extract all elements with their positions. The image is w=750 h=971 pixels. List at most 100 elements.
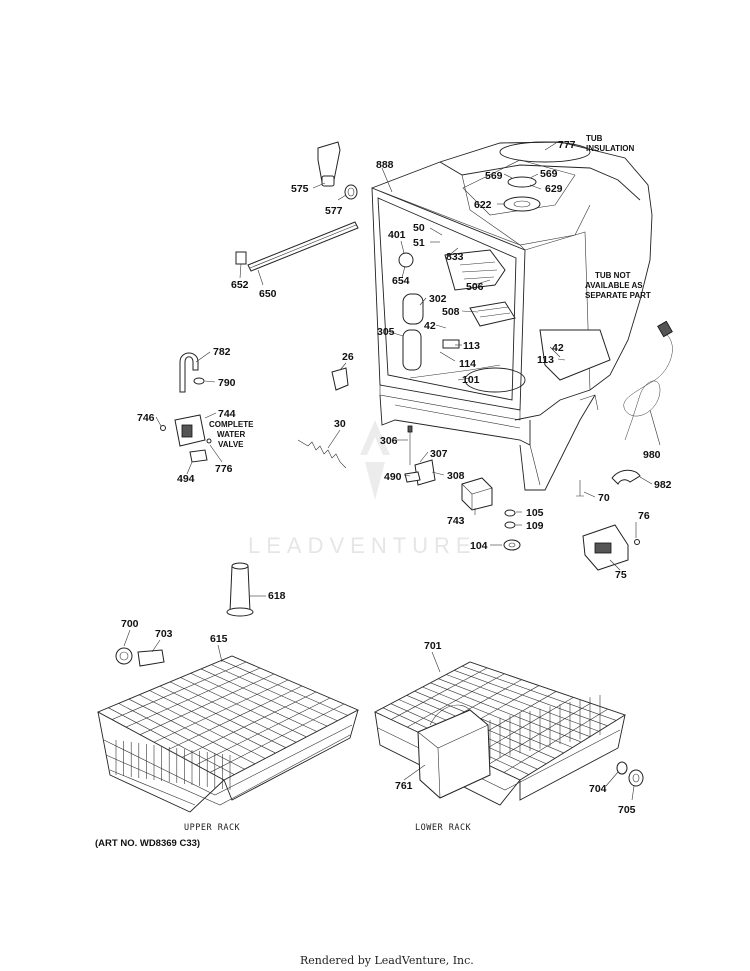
lower-rack-wire xyxy=(454,670,608,727)
upper-rack-wire xyxy=(125,667,261,728)
part-743 xyxy=(461,477,493,511)
callout-490: 490 xyxy=(384,471,402,483)
part-782-790 xyxy=(179,352,205,393)
upper-rack-wire xyxy=(118,703,245,770)
notes: TUB INSULATION TUB NOT AVAILABLE AS SEPA… xyxy=(209,134,651,449)
upper-rack-wire xyxy=(170,681,297,743)
captions: UPPER RACK LOWER RACK (ART NO. WD8369 C3… xyxy=(95,823,472,849)
callout-50: 50 xyxy=(413,222,425,234)
callout-982: 982 xyxy=(654,479,672,491)
part-618 xyxy=(226,562,254,617)
caption-art-number: (ART NO. WD8369 C33) xyxy=(95,838,200,849)
callout-743: 743 xyxy=(447,515,465,527)
callout-790: 790 xyxy=(218,377,236,389)
callout-980: 980 xyxy=(643,449,661,461)
callout-305: 305 xyxy=(377,326,395,338)
watermark: LEADVENTURE xyxy=(248,420,477,558)
part-982 xyxy=(611,469,641,485)
upper-rack-wire xyxy=(231,655,359,711)
upper-rack-wire xyxy=(209,703,345,773)
callout-307: 307 xyxy=(430,448,448,460)
callout-700: 700 xyxy=(121,618,139,630)
callout-306: 306 xyxy=(380,435,398,447)
leader-lines xyxy=(123,142,661,801)
callout-569-left: 569 xyxy=(485,170,503,182)
callout-42-right: 42 xyxy=(552,342,564,354)
upper-rack-wire xyxy=(195,697,331,766)
power-cord xyxy=(623,320,673,441)
lower-rack-wire xyxy=(390,667,488,720)
upper-rack-wire xyxy=(111,661,247,720)
lower-rack-wire xyxy=(374,661,471,713)
upper-rack-wire xyxy=(190,672,317,732)
note-water-valve-line3: VALVE xyxy=(218,440,244,449)
upper-rack-wire xyxy=(167,685,303,751)
lower-rack-wire xyxy=(519,714,626,781)
upper-rack-wire xyxy=(221,660,348,716)
note-tub-insulation-line2: INSULATION xyxy=(586,144,635,153)
callout-113-right: 113 xyxy=(537,354,554,366)
part-26 xyxy=(331,367,349,391)
lower-rack-wire xyxy=(438,678,591,737)
lower-rack-wire xyxy=(430,682,582,743)
upper-rack-wire xyxy=(128,698,256,765)
callout-777: 777 xyxy=(558,139,576,151)
callout-70: 70 xyxy=(598,492,610,504)
note-tub-insulation-line1: TUB xyxy=(586,134,603,143)
callout-114: 114 xyxy=(459,358,476,370)
callout-746: 746 xyxy=(137,412,155,424)
callout-782: 782 xyxy=(213,346,231,358)
callout-569-right: 569 xyxy=(540,168,558,180)
callout-629: 629 xyxy=(545,183,563,195)
callout-51: 51 xyxy=(413,237,425,249)
upper-rack-wire xyxy=(139,673,275,735)
upper-rack-wire xyxy=(139,694,266,759)
callout-776: 776 xyxy=(215,463,233,475)
upper-rack-wire xyxy=(97,655,233,713)
callout-30: 30 xyxy=(334,418,346,430)
callout-506: 506 xyxy=(466,281,484,293)
callout-575: 575 xyxy=(291,183,309,195)
callout-508: 508 xyxy=(442,306,460,318)
part-70 xyxy=(576,480,584,497)
callout-615: 615 xyxy=(210,633,228,645)
callout-101: 101 xyxy=(462,374,480,386)
callout-833: 833 xyxy=(446,251,464,263)
callout-26: 26 xyxy=(342,351,354,363)
callout-618: 618 xyxy=(268,590,286,602)
upper-rack-wire xyxy=(153,679,289,743)
callout-113-center: 113 xyxy=(463,340,480,352)
upper-rack-wire xyxy=(108,707,235,775)
callout-701: 701 xyxy=(424,640,442,652)
part-306-308 xyxy=(404,425,436,486)
upper-rack-wire xyxy=(211,664,338,722)
callout-494: 494 xyxy=(177,473,195,485)
caption-lower-rack: LOWER RACK xyxy=(415,823,472,833)
upper-rack xyxy=(96,655,360,813)
callout-401: 401 xyxy=(388,229,406,241)
callout-302: 302 xyxy=(429,293,447,305)
callout-650: 650 xyxy=(259,288,277,300)
part-704-705 xyxy=(616,761,644,787)
callout-109: 109 xyxy=(526,520,544,532)
lower-rack xyxy=(373,661,627,806)
part-744-water-valve xyxy=(160,414,212,463)
part-575-577 xyxy=(317,141,358,200)
upper-rack-wire xyxy=(149,690,276,754)
callout-705: 705 xyxy=(618,804,636,816)
footer-credit: Rendered by LeadVenture, Inc. xyxy=(300,954,474,967)
watermark-text: LEADVENTURE xyxy=(248,533,477,558)
note-tub-not-available-line1: TUB NOT xyxy=(595,271,631,280)
upper-rack-wire xyxy=(181,691,317,758)
callout-744: 744 xyxy=(218,408,236,420)
callout-42-center: 42 xyxy=(424,320,436,332)
tub-assembly xyxy=(371,141,653,491)
callout-654: 654 xyxy=(392,275,410,287)
lower-rack-wire xyxy=(414,690,564,754)
caption-upper-rack: UPPER RACK xyxy=(184,823,241,833)
callout-622: 622 xyxy=(474,199,492,211)
lower-rack-wire xyxy=(422,686,573,748)
part-30 xyxy=(297,439,347,469)
part-104-105-109 xyxy=(503,509,521,551)
